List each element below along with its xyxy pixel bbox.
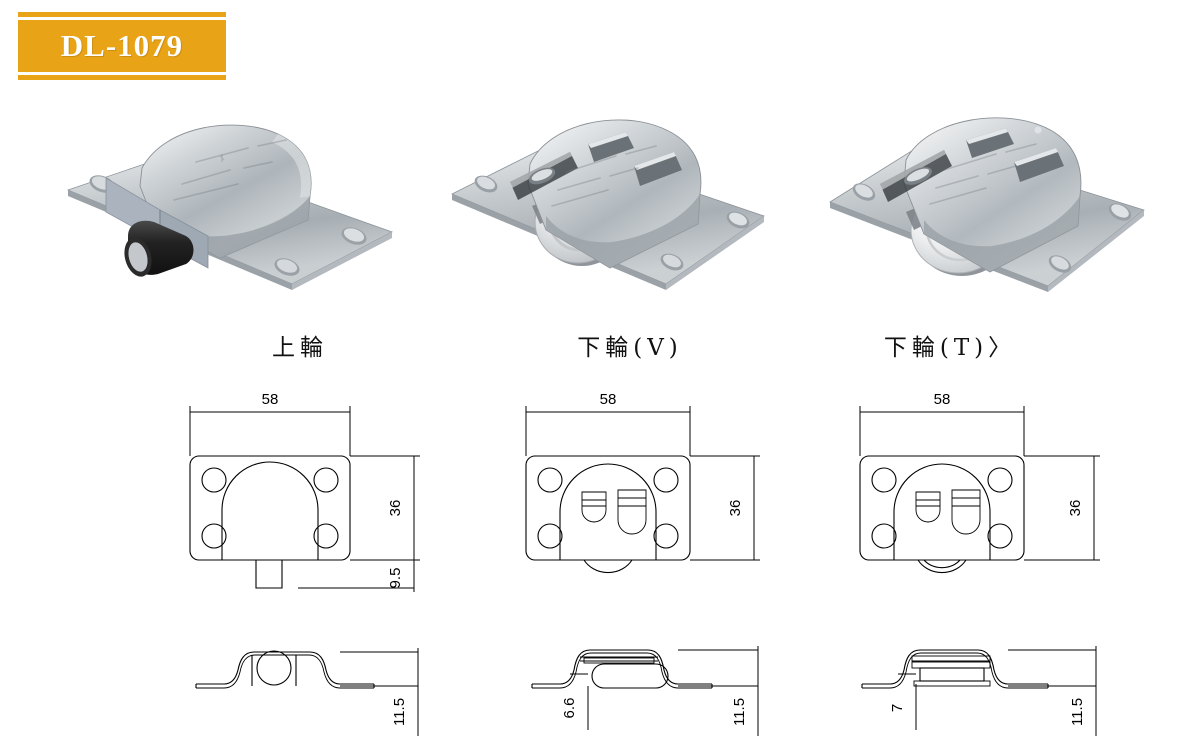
photo-upper-wheel	[62, 112, 414, 302]
dim-height-36: 36	[1067, 500, 1084, 517]
dim-height-36: 36	[727, 500, 744, 517]
dim-inner-6-6: 6.6	[561, 698, 578, 719]
caption-lower-wheel-t: 下輪(T)〉	[820, 328, 1080, 362]
badge-top-gap	[18, 17, 226, 20]
model-code-badge: DL-1079	[18, 12, 226, 80]
badge-bottom-rule	[18, 75, 226, 80]
plan-view-lower-wheel-v: 58 36	[508, 388, 768, 600]
photo-lower-wheel-t	[820, 108, 1150, 300]
caption-text: 下輪(V)	[577, 335, 683, 361]
plan-view-upper-wheel: 58 36 9.5	[178, 388, 428, 600]
dim-width-58: 58	[262, 391, 279, 408]
dim-height-11-5: 11.5	[1069, 698, 1086, 726]
caption-text: 上輪	[272, 335, 328, 361]
photo-lower-wheel-v	[448, 108, 768, 300]
caption-upper-wheel: 上輪	[170, 328, 430, 362]
badge-top-rule	[18, 12, 226, 17]
dim-height-11-5: 11.5	[731, 698, 748, 726]
plan-view-lower-wheel-t: 58 36	[838, 388, 1108, 600]
dim-inner-7: 7	[889, 704, 906, 712]
dim-width-58: 58	[600, 391, 617, 408]
badge-bottom-gap	[18, 72, 226, 75]
model-code-text: DL-1079	[60, 28, 184, 63]
side-view-lower-wheel-t: 7 11.5	[838, 626, 1108, 742]
dim-height-36: 36	[387, 500, 404, 517]
side-view-upper-wheel: 11.5	[178, 626, 428, 742]
dim-width-58: 58	[934, 391, 951, 408]
dim-extra-9-5: 9.5	[387, 568, 404, 589]
side-view-lower-wheel-v: 6.6 11.5	[508, 626, 768, 742]
caption-lower-wheel-v: 下輪(V)	[500, 328, 760, 362]
caption-text: 下輪(T)〉	[883, 335, 1017, 361]
badge-body: DL-1079	[18, 20, 226, 72]
dim-height-11-5: 11.5	[391, 698, 408, 726]
